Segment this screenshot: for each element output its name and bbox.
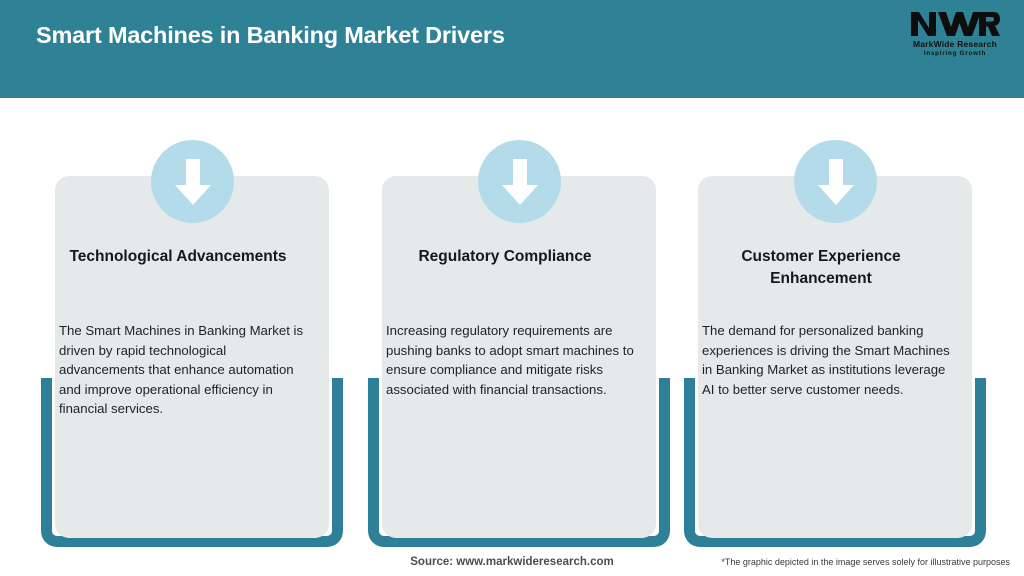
card-description: The Smart Machines in Banking Market is …	[59, 323, 304, 417]
page-title: Smart Machines in Banking Market Drivers	[36, 22, 505, 48]
logo-company-name: MarkWide Research	[912, 39, 998, 49]
card-frame-accent	[684, 378, 986, 547]
header-bar: Smart Machines in Banking Market Drivers…	[0, 0, 1024, 98]
down-arrow-icon	[794, 140, 877, 223]
card-frame-accent	[368, 378, 670, 547]
card-description: The demand for personalized banking expe…	[702, 323, 950, 397]
brand-logo: MarkWide Research Inspiring Growth	[900, 8, 1010, 66]
card-title: Technological Advancements	[69, 248, 287, 265]
card-panel	[698, 176, 972, 538]
card-title: Regulatory Compliance	[418, 248, 592, 265]
down-arrow-glyph	[817, 158, 854, 205]
card-panel	[55, 176, 329, 538]
mwr-logo-icon	[911, 12, 1000, 36]
card-description: Increasing regulatory requirements are p…	[386, 323, 634, 397]
card-frame-accent	[41, 378, 343, 547]
down-arrow-icon	[478, 140, 561, 223]
disclaimer-note: *The graphic depicted in the image serve…	[721, 557, 1010, 567]
source-label: Source: www.markwideresearch.com	[410, 556, 614, 568]
card-panel	[382, 176, 656, 538]
logo-tagline: Inspiring Growth	[923, 50, 987, 57]
driver-card-1[interactable]: Technological Advancements The Smart Mac…	[41, 98, 343, 576]
down-arrow-glyph	[174, 158, 211, 205]
driver-card-3[interactable]: Customer Experience Enhancement The dema…	[684, 98, 986, 576]
driver-cards-container: Technological Advancements The Smart Mac…	[0, 98, 1024, 576]
card-title: Customer Experience Enhancement	[741, 248, 901, 287]
down-arrow-icon	[151, 140, 234, 223]
down-arrow-glyph	[501, 158, 538, 205]
driver-card-2[interactable]: Regulatory Compliance Increasing regulat…	[368, 98, 670, 576]
